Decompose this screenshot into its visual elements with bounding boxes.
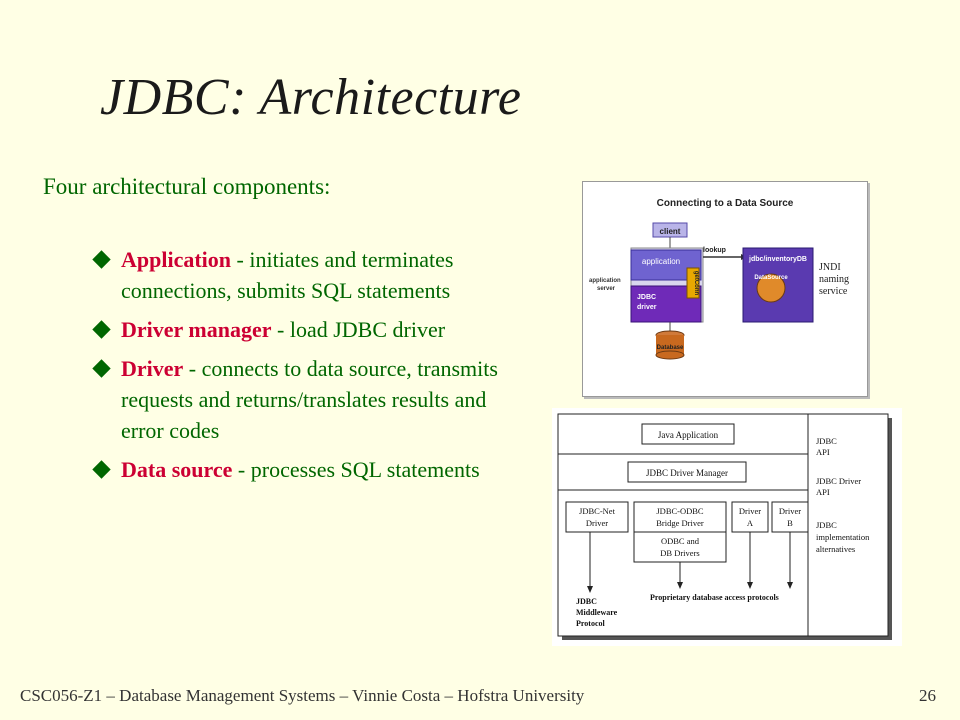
jdbc-net-box: [565, 501, 629, 533]
java-app-box: [641, 423, 735, 445]
driver-b-label-2: B: [787, 518, 793, 528]
jdbc-odbc-box: [633, 501, 727, 533]
impl-label-1: JDBC: [816, 520, 837, 530]
diamond-bullet-icon: [92, 320, 111, 339]
jdbc-api-label-2: API: [816, 447, 830, 457]
odbc-label-2: DB Drivers: [660, 548, 699, 558]
jndi-label-2: naming: [819, 274, 849, 285]
middleware-label-1: JDBC: [576, 597, 597, 606]
driver-a-label-2: A: [747, 518, 754, 528]
jdbc-odbc-label-2: Bridge Driver: [656, 518, 704, 528]
jndi-label-1: JNDI: [819, 262, 841, 273]
java-app-label: Java Application: [658, 430, 719, 440]
client-label: client: [660, 227, 681, 236]
jdbc-driver-label-1: JDBC: [637, 294, 656, 301]
getconn-label: getConn: [693, 271, 699, 296]
datasource-label: DataSource: [754, 275, 788, 281]
jdbc-driver-label-2: driver: [637, 304, 657, 311]
jdbc-net-label-2: Driver: [586, 518, 608, 528]
middleware-label-3: Protocol: [576, 619, 606, 628]
impl-label-3: alternatives: [816, 544, 855, 554]
app-server-label-2: server: [597, 286, 616, 292]
odbc-box: [633, 531, 727, 563]
jdbc-odbc-label-1: JDBC-ODBC: [656, 506, 704, 516]
driver-manager-box: [627, 461, 747, 483]
middleware-label-2: Middleware: [576, 608, 618, 617]
bullet-term: Driver manager: [121, 317, 272, 342]
bullet-desc: - initiates and terminates connections, …: [121, 247, 454, 303]
jdbc-net-label-1: JDBC-Net: [579, 506, 616, 516]
diamond-bullet-icon: [92, 250, 111, 269]
bullet-list: Application - initiates and terminates c…: [92, 244, 515, 493]
driver-api-label-1: JDBC Driver: [816, 476, 861, 486]
slide-title: JDBC: Architecture: [100, 69, 522, 126]
proprietary-label: Proprietary database access protocols: [650, 593, 779, 602]
jdbc-api-label-1: JDBC: [816, 436, 837, 446]
bullet-desc: - connects to data source, transmits req…: [121, 356, 498, 443]
jdbc-architecture-diagram: Java Application JDBC Driver Manager JDB…: [552, 408, 902, 646]
driver-api-label-2: API: [816, 487, 830, 497]
page-number: 26: [919, 686, 936, 705]
database-cylinder: [655, 350, 685, 360]
database-label: Database: [657, 345, 684, 351]
inventory-label: jdbc/inventoryDB: [748, 256, 807, 263]
bullet-desc: - load JDBC driver: [271, 317, 446, 342]
bullet-term: Driver: [121, 356, 184, 381]
odbc-label-1: ODBC and: [661, 536, 700, 546]
bullet-item: Driver manager - load JDBC driver: [92, 314, 515, 345]
diamond-bullet-icon: [92, 359, 111, 378]
data-source-diagram: Connecting to a Data Source client appli…: [582, 181, 868, 397]
diamond-bullet-icon: [92, 460, 111, 479]
bullet-term: Application: [121, 247, 232, 272]
bullet-item: Application - initiates and terminates c…: [92, 244, 515, 306]
footer-text: CSC056-Z1 – Database Management Systems …: [20, 686, 585, 705]
driver-a-label-1: Driver: [739, 506, 761, 516]
lookup-label: lookup: [703, 247, 726, 254]
datasource-circle: [756, 273, 786, 303]
fig1-title: Connecting to a Data Source: [657, 198, 794, 209]
bullet-item: Data source - processes SQL statements: [92, 454, 515, 485]
driver-b-box: [771, 501, 809, 533]
driver-manager-label: JDBC Driver Manager: [646, 468, 728, 478]
bullet-item: Driver - connects to data source, transm…: [92, 353, 515, 446]
app-server-label-1: application: [589, 278, 621, 284]
impl-label-2: implementation: [816, 532, 870, 542]
jndi-box: [742, 247, 814, 323]
jndi-label-3: service: [819, 286, 848, 297]
bullet-term: Data source: [121, 457, 233, 482]
intro-text: Four architectural components:: [43, 174, 331, 199]
driver-b-label-1: Driver: [779, 506, 801, 516]
application-label: application: [642, 257, 680, 266]
getconn-tag: [686, 267, 700, 299]
bullet-desc: - processes SQL statements: [232, 457, 480, 482]
